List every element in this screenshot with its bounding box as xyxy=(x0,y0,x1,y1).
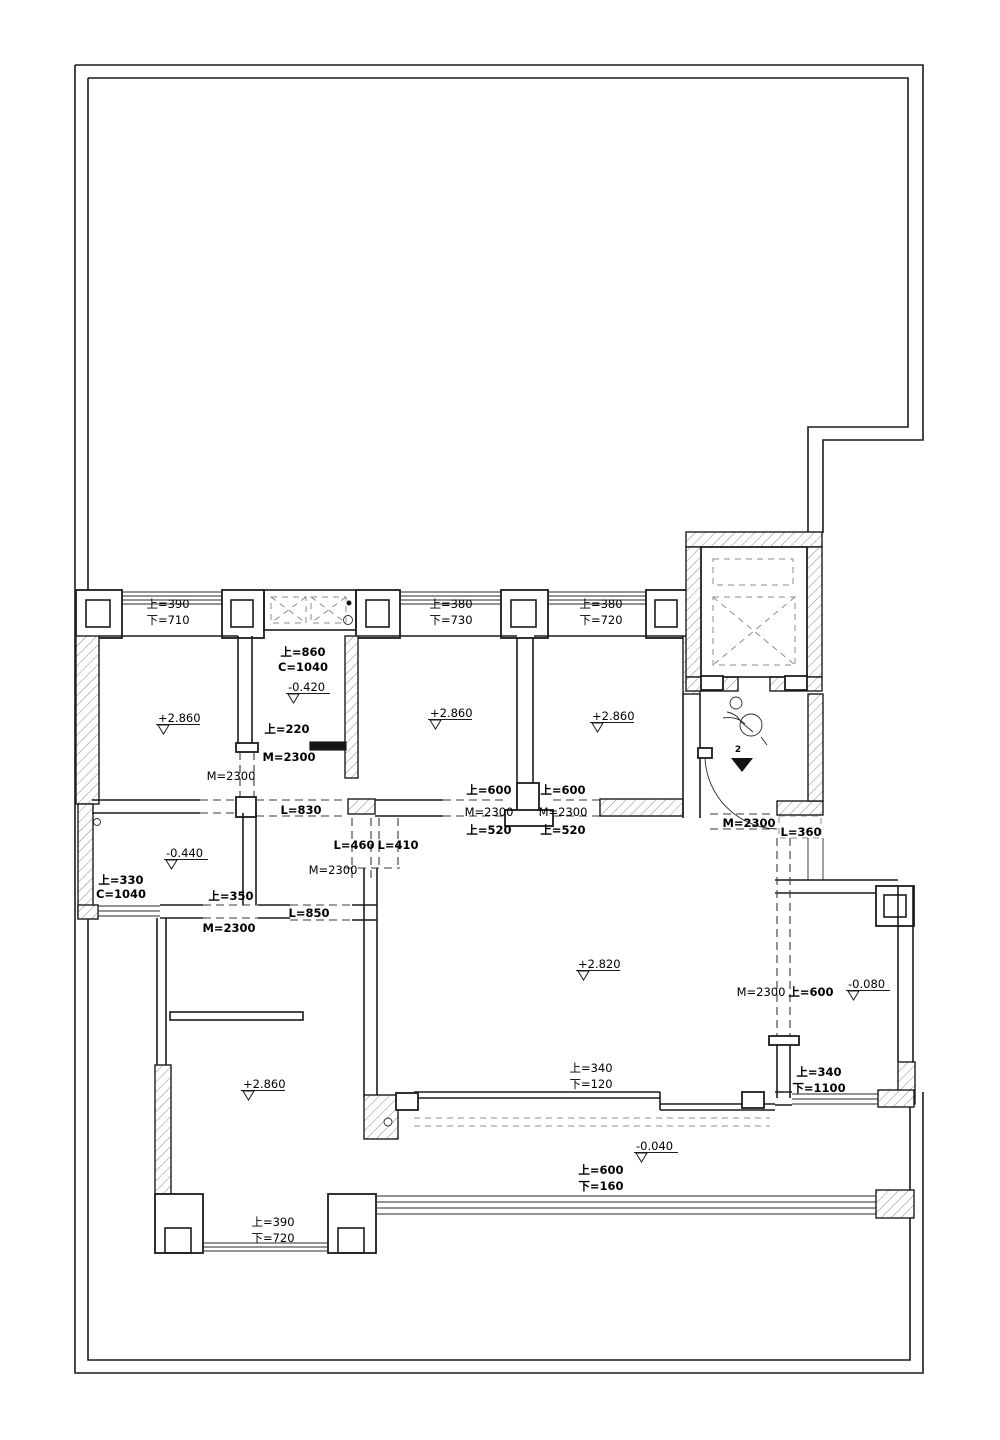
dim-label: M=2300 xyxy=(262,750,315,764)
dim-label: 上=860 xyxy=(280,645,325,659)
partition-shelf xyxy=(169,1011,304,1021)
dim-label: C=1040 xyxy=(278,660,328,674)
level-triangle-icon xyxy=(287,693,300,704)
terrace-railing xyxy=(377,1189,915,1219)
window-west xyxy=(98,905,160,917)
hall-openings xyxy=(345,818,400,880)
level-triangle-icon xyxy=(157,724,170,735)
elevator-shaft xyxy=(685,531,823,692)
window-southeast xyxy=(792,1093,880,1105)
level-triangle-icon xyxy=(635,1152,648,1163)
dim-label: 上=390 xyxy=(146,597,189,611)
pipe-circle xyxy=(383,1117,393,1127)
dim-label: 下=1100 xyxy=(792,1081,845,1095)
window-bottom xyxy=(203,1242,328,1252)
dim-label: L=360 xyxy=(781,825,822,839)
south-wall xyxy=(363,1091,775,1140)
dim-label: L=850 xyxy=(289,906,330,920)
dim-label: 上=520 xyxy=(466,823,511,837)
dim-label: M=2300 xyxy=(309,863,358,877)
dim-label: M=2300 xyxy=(202,921,255,935)
dim-label: M=2300 xyxy=(737,985,786,999)
dim-label: 下=720 xyxy=(579,613,622,627)
window-top-middle xyxy=(400,591,501,605)
dim-label: 上=600 xyxy=(788,985,833,999)
dim-label: 下=160 xyxy=(578,1179,623,1193)
level-triangle-icon xyxy=(242,1090,255,1101)
level-triangle-icon xyxy=(591,722,604,733)
dim-label: 上=330 xyxy=(98,873,143,887)
level-triangle-icon xyxy=(847,990,860,1001)
dim-label: 下=730 xyxy=(429,613,472,627)
dim-label: M=2300 xyxy=(722,816,775,830)
dim-label: 上=380 xyxy=(579,597,622,611)
dim-label: 上=340 xyxy=(569,1061,612,1075)
level-label: -0.080 xyxy=(848,977,885,991)
dimension-labels: 上=390下=710上=860C=1040-0.420+2.860上=220M=… xyxy=(96,597,890,1245)
window-top-right xyxy=(548,591,646,605)
bathroom-walls xyxy=(309,635,359,779)
dim-label: 2 xyxy=(735,745,741,755)
dim-label: 上=520 xyxy=(540,823,585,837)
level-label: +2.860 xyxy=(592,709,635,723)
dim-label: 上=390 xyxy=(251,1215,294,1229)
duct-shaft xyxy=(263,589,357,631)
entry-hall xyxy=(682,635,824,880)
utility-room-walls xyxy=(98,813,377,921)
level-label: -0.420 xyxy=(288,680,325,694)
room-southeast-walls xyxy=(768,838,916,1108)
dim-label: 下=710 xyxy=(146,613,189,627)
level-triangle-icon xyxy=(577,970,590,981)
level-label: -0.040 xyxy=(636,1139,673,1153)
pipe-circle xyxy=(343,615,353,625)
dim-label: 上=380 xyxy=(429,597,472,611)
west-wall xyxy=(75,635,101,920)
dim-label: 上=600 xyxy=(540,783,585,797)
corridor-walls xyxy=(235,782,684,827)
dim-label: M=2300 xyxy=(539,805,588,819)
dim-label: M=2300 xyxy=(465,805,514,819)
dim-label: 上=350 xyxy=(208,889,253,903)
dim-label: C=1040 xyxy=(96,887,146,901)
level-triangle-icon xyxy=(429,719,442,730)
terrace-boundary xyxy=(74,64,924,1374)
level-label: +2.860 xyxy=(158,711,201,725)
bedroom-partition xyxy=(516,638,534,783)
pipe-circle xyxy=(93,818,101,826)
dim-label: L=830 xyxy=(281,803,322,817)
level-label: +2.820 xyxy=(578,957,621,971)
level-label: -0.440 xyxy=(166,846,203,860)
dim-label: 上=220 xyxy=(264,722,309,736)
entry-person-icon xyxy=(722,696,768,772)
north-wall xyxy=(75,589,690,639)
dim-label: 上=600 xyxy=(466,783,511,797)
wall-pier xyxy=(75,589,690,639)
dim-label: L=410 xyxy=(378,838,419,852)
dim-label: 上=600 xyxy=(578,1163,623,1177)
entry-door-arc xyxy=(704,756,778,830)
dim-label: 上=340 xyxy=(796,1065,841,1079)
dim-label: 下=720 xyxy=(251,1231,294,1245)
pipe-dot xyxy=(346,600,352,606)
dim-label: 下=120 xyxy=(569,1077,612,1091)
level-label: +2.860 xyxy=(430,706,473,720)
dim-label: M=2300 xyxy=(207,769,256,783)
entry-arrow-icon xyxy=(731,758,753,772)
elevator-car xyxy=(712,596,796,666)
level-label: +2.860 xyxy=(243,1077,286,1091)
bedroom4-walls xyxy=(154,868,378,1254)
window-top-left xyxy=(122,591,224,605)
level-triangle-icon xyxy=(165,859,178,870)
counterweight xyxy=(712,558,794,586)
dim-label: L=460 xyxy=(334,838,375,852)
